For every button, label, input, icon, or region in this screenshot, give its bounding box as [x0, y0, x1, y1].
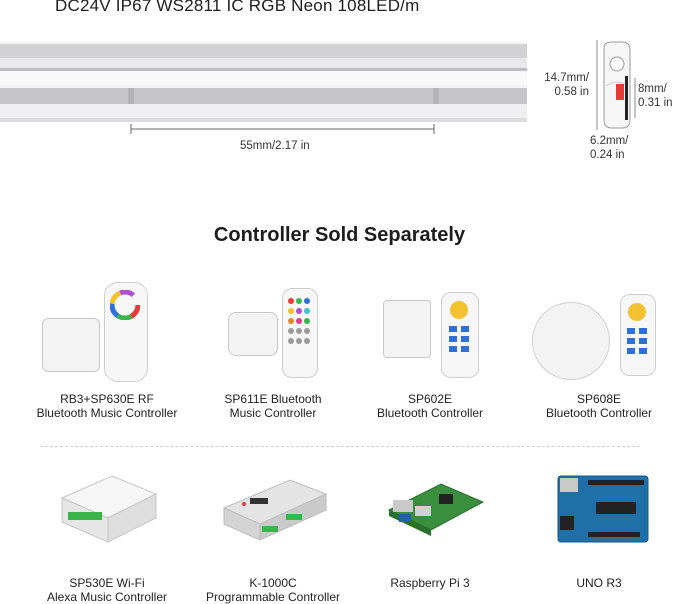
product-name-line1: K-1000C	[249, 576, 297, 590]
product-name-line1: RB3+SP630E RF	[60, 392, 154, 406]
product-image	[355, 282, 505, 382]
inner-dimension-label: 8mm/ 0.31 in	[638, 83, 673, 109]
product-title: DC24V IP67 WS2811 IC RGB Neon 108LED/m	[55, 0, 420, 15]
product-name-line1: SP608E	[576, 392, 622, 406]
product-name-line2: Alexa Music Controller	[46, 590, 168, 604]
product-name-line1: SP530E Wi-Fi	[69, 576, 145, 590]
section-divider	[40, 446, 640, 447]
section-title: Controller Sold Separately	[213, 224, 466, 246]
remote-buttons-icon	[288, 298, 310, 344]
product-name-line2: Programmable Controller	[205, 590, 341, 604]
product-image	[198, 462, 348, 566]
remote-buttons-icon	[449, 301, 469, 352]
product-uno-r3[interactable]: UNO R3	[514, 462, 679, 590]
product-sp608e[interactable]: SP608E Bluetooth Controller	[514, 282, 679, 420]
product-name-line2: Bluetooth Controller	[376, 406, 484, 420]
product-image	[355, 462, 505, 566]
raspberry-pi-board-icon	[387, 483, 485, 536]
product-raspberry-pi-3[interactable]: Raspberry Pi 3	[345, 462, 515, 590]
product-name-line2: Bluetooth Controller	[545, 406, 653, 420]
product-name-line2: Bluetooth Music Controller	[36, 406, 178, 420]
product-k1000c[interactable]: K-1000C Programmable Controller	[188, 462, 358, 604]
product-rb3-sp630e[interactable]: RB3+SP630E RF Bluetooth Music Controller	[22, 282, 192, 420]
programmable-controller-icon	[222, 479, 328, 541]
product-image	[198, 282, 348, 382]
cross-section-image	[603, 41, 631, 129]
remote-buttons-icon	[627, 303, 647, 354]
product-sp602e[interactable]: SP602E Bluetooth Controller	[345, 282, 515, 420]
depth-dimension-label: 6.2mm/ 0.24 in	[590, 135, 629, 161]
product-sp611e[interactable]: SP611E Bluetooth Music Controller	[188, 282, 358, 420]
inner-dimension-line	[634, 78, 636, 118]
product-image	[32, 462, 182, 566]
product-image	[524, 282, 674, 382]
product-sp530e[interactable]: SP530E Wi-Fi Alexa Music Controller	[22, 462, 192, 604]
product-name-line1: UNO R3	[576, 576, 622, 590]
height-dimension-label: 14.7mm/ 0.58 in	[544, 72, 589, 98]
arduino-board-icon	[557, 475, 649, 543]
color-wheel-icon	[110, 290, 140, 320]
product-name-line1: SP602E	[407, 392, 453, 406]
product-image	[32, 282, 182, 382]
controller-box-icon	[60, 475, 158, 543]
neon-strip-image	[0, 42, 527, 122]
product-name-line2: Music Controller	[229, 406, 317, 420]
width-dimension-line	[130, 124, 435, 134]
height-dimension-line	[596, 40, 598, 130]
product-name-line1: SP611E Bluetooth	[224, 392, 322, 406]
product-name-line1: Raspberry Pi 3	[390, 576, 470, 590]
width-dimension-label: 55mm/2.17 in	[240, 140, 310, 152]
product-image	[524, 462, 674, 566]
